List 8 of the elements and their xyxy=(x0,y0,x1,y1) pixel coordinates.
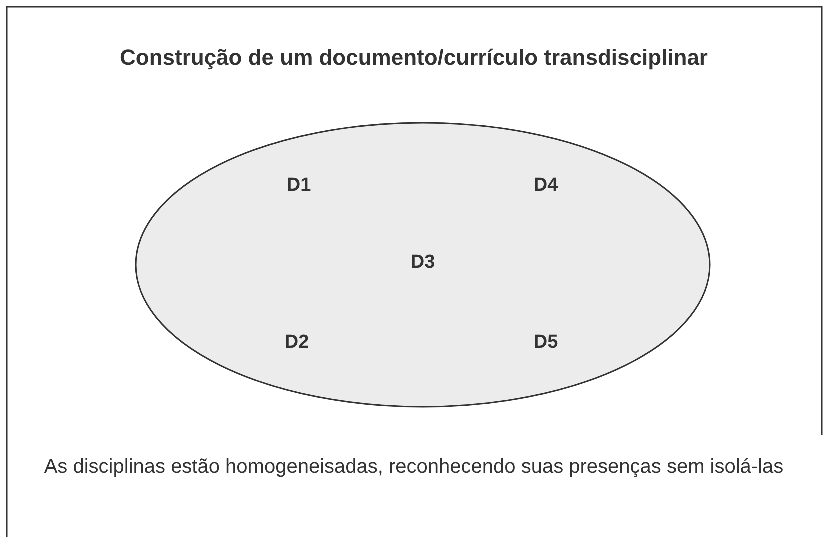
ellipse xyxy=(135,122,711,408)
discipline-label: D2 xyxy=(284,332,310,354)
discipline-label: D1 xyxy=(286,175,312,197)
discipline-label: D5 xyxy=(534,332,558,354)
caption: As disciplinas estão homogeneisadas, reconhecendo suas presenças sem isolá-las xyxy=(43,455,785,480)
discipline-label: D3 xyxy=(410,252,436,274)
discipline-label: D4 xyxy=(534,175,558,197)
title: Construção de um documento/currículo transdisciplinar xyxy=(119,45,709,71)
